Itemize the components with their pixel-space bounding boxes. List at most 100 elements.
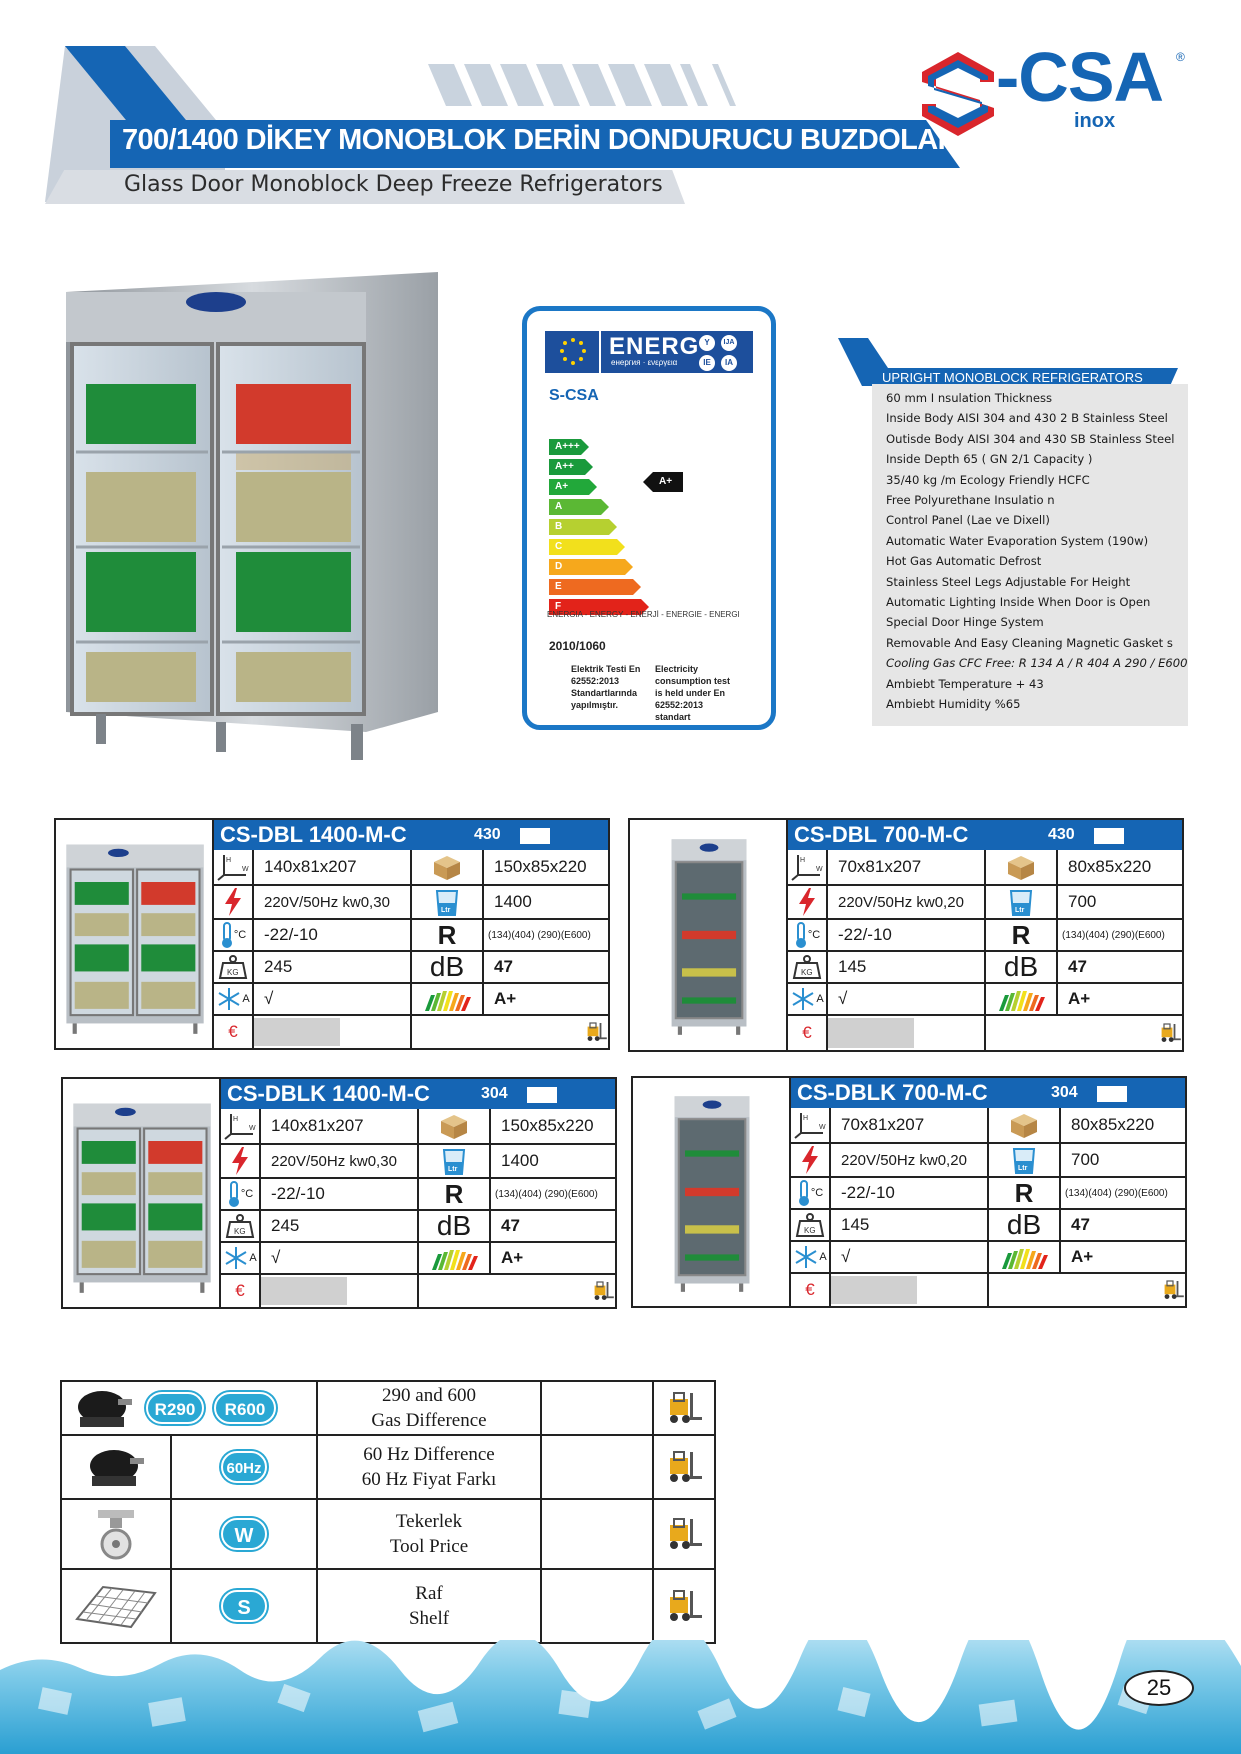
unit-label: A: [819, 1251, 827, 1263]
steel-grade: 430: [1048, 826, 1075, 843]
forklift-icon: [1164, 1280, 1184, 1299]
spec-auto: √: [264, 989, 274, 1008]
energy-code: Y: [699, 335, 715, 351]
spec-auto: √: [271, 1248, 281, 1267]
energy-regulation: 2010/1060: [549, 639, 606, 653]
spec-cell: √: [252, 984, 410, 1014]
spec-cell: 80x85x220: [1056, 850, 1182, 884]
r600-badge: R600: [214, 1392, 276, 1424]
product-header: CS-DBL 700-M-C 430: [788, 820, 1182, 850]
wire-shelf-icon: [75, 1585, 157, 1629]
spec-cell: [259, 1275, 417, 1307]
registered-mark: ®: [1176, 50, 1185, 64]
spec-item: Inside Depth 65 ( GN 2/1 Capacity ): [886, 452, 1093, 467]
option-text: 60 Hz Difference: [363, 1444, 495, 1465]
energy-class-bar: B: [549, 519, 617, 535]
spec-cell: [987, 1274, 1185, 1306]
spec-cell: [791, 1144, 829, 1176]
dimensions-icon: HW: [791, 855, 823, 881]
spec-item: Hot Gas Automatic Defrost: [886, 554, 1042, 569]
option-text: Shelf: [408, 1608, 450, 1629]
spec-item: Outisde Body AISI 304 and 430 SB Stainle…: [886, 431, 1175, 446]
unit-label: R: [1011, 919, 1031, 950]
spec-item: Inside Body AISI 304 and 430 2 B Stainle…: [886, 411, 1168, 426]
unit-label: €: [802, 1023, 812, 1042]
spec-cell: R: [410, 920, 482, 950]
spec-cell: KG: [788, 952, 826, 982]
spec-cell: °C: [791, 1178, 829, 1208]
energy-class-bar: A++: [549, 459, 593, 475]
fridge-icon: [73, 1103, 211, 1293]
spec-cell: KG: [221, 1211, 259, 1241]
header-dash-decoration: [428, 64, 736, 106]
product-image: [633, 1078, 791, 1306]
spec-row: €: [221, 1273, 615, 1307]
spec-cell: A+: [489, 1243, 615, 1273]
spec-row: A√A+: [791, 1240, 1185, 1272]
spec-cell: 47: [1056, 952, 1182, 982]
spec-cell: €: [791, 1274, 829, 1306]
spec-cell: 140x81x207: [252, 850, 410, 884]
wheel-badge: W: [221, 1518, 267, 1550]
unit-label: °C: [233, 929, 247, 941]
spec-row: A√A+: [214, 982, 608, 1014]
spec-cell: 145: [829, 1210, 987, 1240]
spec-cell: R: [987, 1178, 1059, 1208]
spec-cell: [987, 1108, 1059, 1142]
steel-grade: 304: [1051, 1084, 1078, 1101]
page-number: 25: [1124, 1670, 1194, 1706]
spec-cell: 80x85x220: [1059, 1108, 1185, 1142]
spec-cell: 220V/50Hz kw0,20: [829, 1144, 987, 1176]
spec-pack: 80x85x220: [1068, 857, 1152, 876]
spec-cell: [984, 1016, 1182, 1050]
unit-label: °C: [807, 929, 821, 941]
spec-cell: [221, 1145, 259, 1177]
price-box: [828, 1018, 914, 1048]
spec-cell: (134)(404) (290)(E600): [482, 920, 608, 950]
ice-cubes-footer: [0, 1640, 1241, 1754]
spec-energy: A+: [1068, 989, 1091, 1008]
svg-text:H: H: [803, 1115, 808, 1122]
svg-text:H: H: [800, 857, 805, 864]
unit-label: A: [249, 1252, 257, 1264]
energy-class-icon: [1002, 1249, 1048, 1269]
steel-grade: 430: [474, 826, 501, 843]
package-box-icon: [1008, 856, 1034, 880]
thermometer-icon: [221, 922, 232, 948]
spec-list: 60 mm I nsulation Thickness Inside Body …: [886, 388, 1188, 715]
spec-cell: °C: [214, 920, 252, 950]
unit-label: °C: [810, 1187, 824, 1199]
product-name: CS-DBLK 700-M-C: [797, 1080, 988, 1105]
energy-class-bar: E: [549, 579, 641, 595]
spec-cell: [987, 1242, 1059, 1272]
weight-icon: KG: [218, 955, 248, 979]
page-subtitle: Glass Door Monoblock Deep Freeze Refrige…: [124, 172, 663, 197]
spec-cell: Ltr: [984, 886, 1056, 918]
spec-cell: Ltr: [410, 886, 482, 918]
price-box: [831, 1276, 917, 1304]
spec-energy: A+: [1071, 1247, 1094, 1266]
spec-dims: 70x81x207: [841, 1115, 925, 1134]
compressor-icon: [78, 1391, 132, 1427]
spec-cell: A: [214, 984, 252, 1014]
spec-cell: -22/-10: [826, 920, 984, 950]
volume-litre-icon: Ltr: [435, 890, 459, 916]
spec-cell: [417, 1109, 489, 1143]
spec-power: 220V/50Hz kw0,20: [841, 1151, 967, 1169]
product-header: CS-DBL 1400-M-C 430: [214, 820, 608, 850]
forklift-icon: [594, 1281, 614, 1300]
energy-class-bar: F: [549, 599, 649, 615]
energy-class-bar: C: [549, 539, 625, 555]
steel-grade-box: [527, 1087, 557, 1103]
spec-cell: 150x85x220: [489, 1109, 615, 1143]
spec-pack: 150x85x220: [501, 1116, 594, 1135]
unit-label: dB: [429, 951, 465, 982]
